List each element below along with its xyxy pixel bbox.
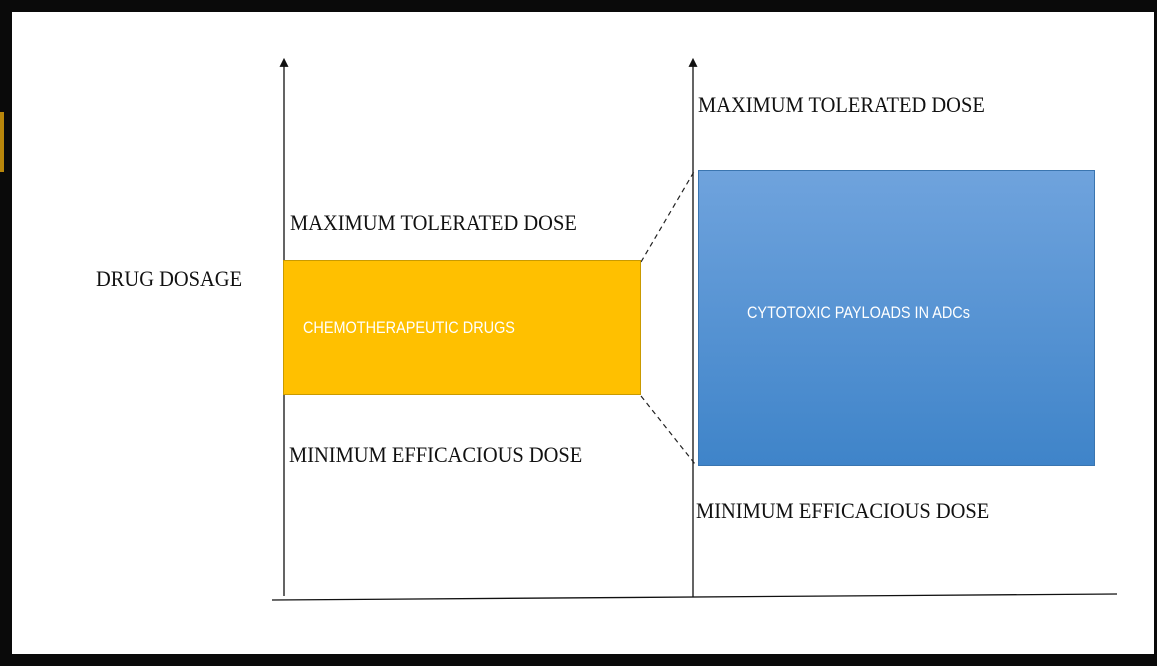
- lower-dashed-connector: [640, 395, 696, 465]
- chemotherapeutic-drugs-box: CHEMOTHERAPEUTIC DRUGS: [283, 260, 641, 395]
- x-axis-baseline: [271, 593, 1118, 601]
- cytotoxic-payloads-box: CYTOTOXIC PAYLOADS IN ADCs: [698, 170, 1095, 466]
- left-max-dose-label: MAXIMUM TOLERATED DOSE: [290, 210, 577, 235]
- edge-accent: [0, 112, 4, 172]
- upper-dashed-connector: [640, 169, 696, 263]
- right-min-dose-label: MINIMUM EFFICACIOUS DOSE: [696, 498, 990, 523]
- cytotoxic-payloads-label: CYTOTOXIC PAYLOADS IN ADCs: [747, 303, 970, 322]
- right-max-dose-label: MAXIMUM TOLERATED DOSE: [698, 92, 985, 117]
- y-axis-label: DRUG DOSAGE: [96, 266, 243, 291]
- chemotherapeutic-drugs-label: CHEMOTHERAPEUTIC DRUGS: [303, 317, 515, 337]
- left-min-dose-label: MINIMUM EFFICACIOUS DOSE: [289, 442, 583, 467]
